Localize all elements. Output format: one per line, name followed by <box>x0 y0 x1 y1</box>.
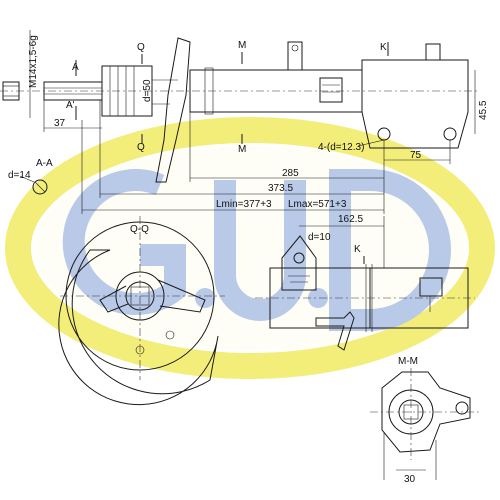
watermark-letter-d <box>329 169 451 331</box>
dim-373-5: 373.5 <box>268 183 293 194</box>
section-a-a: A-A d=14 <box>8 158 53 195</box>
dim-162-5: 162.5 <box>338 214 363 225</box>
section-mm-label: M-M <box>398 356 418 367</box>
spring-seat <box>155 37 191 183</box>
section-a-bottom: A' <box>66 100 75 111</box>
dim-lmax: Lmax=571+3 <box>288 199 347 210</box>
dim-75: 75 <box>410 150 422 161</box>
mm-bracket-outline <box>381 371 471 453</box>
watermark-logo <box>5 117 495 379</box>
section-q-top: Q <box>137 42 145 53</box>
dim-holes: 4-(d=12.3) <box>318 142 364 153</box>
section-m-m: M-M 30 <box>370 356 480 485</box>
dim-45-5: 45.5 <box>478 100 489 120</box>
abs-bracket <box>281 235 317 291</box>
section-marks: A A' Q Q M M K <box>66 40 389 155</box>
upper-dimensions: d=50 37 45.5 4-(d=12.3) 75 285 373.5 Lmi… <box>43 70 489 214</box>
knuckle-bracket <box>361 59 469 149</box>
dim-30: 30 <box>404 474 416 485</box>
hose-clip <box>315 311 355 351</box>
section-k-bottom: K <box>354 244 361 255</box>
thread-label: M14x1,5-6g <box>28 35 39 88</box>
watermark-dot-2 <box>308 288 328 308</box>
section-m-top: M <box>238 40 246 51</box>
section-q-bottom: Q <box>137 142 145 153</box>
watermark-letter-u <box>214 180 306 321</box>
watermark-dot-1 <box>195 288 215 308</box>
mount-hole-lower <box>443 127 457 141</box>
dim-285: 285 <box>282 168 299 179</box>
body-label-plate <box>319 77 343 103</box>
section-qq-label: Q-Q <box>130 224 149 235</box>
dim-bracket-d: d=10 <box>308 232 331 243</box>
watermark-letter-g <box>62 169 186 315</box>
top-bracket <box>287 41 303 70</box>
watermark-ellipse <box>5 117 495 379</box>
dim-37: 37 <box>54 118 66 129</box>
dim-lmin: Lmin=377+3 <box>216 199 272 210</box>
section-k-top: K <box>380 42 387 53</box>
section-m-bottom: M <box>238 144 246 155</box>
section-aa-label: A-A <box>36 158 53 169</box>
dim-rod-d: d=14 <box>8 170 31 181</box>
strut-lower-view: d=10 162.5 K <box>255 214 475 351</box>
dim-body-d: d=50 <box>142 79 153 102</box>
section-q-q: Q-Q <box>58 216 225 406</box>
